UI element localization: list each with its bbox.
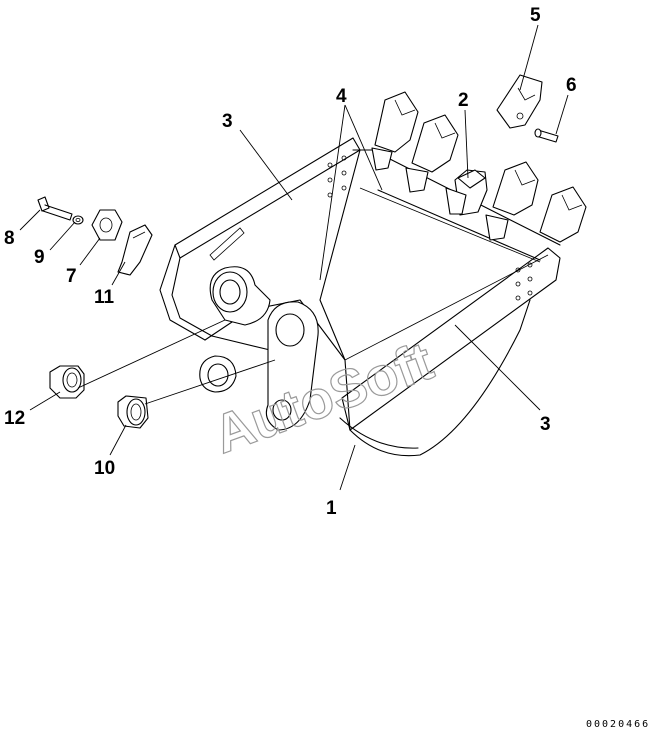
callout-7: 7 — [66, 266, 77, 287]
callouts: 1 2 3 3 4 5 6 7 8 9 10 11 12 — [4, 5, 577, 519]
washer — [72, 215, 84, 225]
callout-1: 1 — [326, 498, 337, 519]
tooth-lock — [457, 169, 486, 189]
callout-10: 10 — [94, 458, 115, 479]
callout-4: 4 — [336, 86, 347, 107]
mounting-brackets — [199, 266, 319, 431]
callout-12: 12 — [4, 408, 25, 429]
tooth — [371, 91, 419, 171]
watermark: AutoSoft — [206, 331, 441, 465]
bushing — [49, 365, 85, 399]
bolt — [37, 196, 73, 221]
callout-3-right: 3 — [540, 414, 551, 435]
tooth — [539, 186, 587, 243]
tooth — [485, 161, 539, 241]
side-block — [91, 209, 123, 241]
callout-9: 9 — [34, 247, 45, 268]
tooth — [405, 114, 459, 193]
callout-5: 5 — [530, 5, 541, 26]
leader-lines — [19, 24, 569, 491]
tooth-pin — [534, 128, 559, 143]
tooth-point — [496, 74, 543, 129]
callout-3-left: 3 — [222, 111, 233, 132]
bucket-teeth — [371, 91, 587, 243]
callout-6: 6 — [566, 75, 577, 96]
callout-11: 11 — [94, 287, 115, 308]
document-number: 00020466 — [586, 719, 650, 730]
exploded-parts — [37, 74, 559, 429]
collar — [117, 395, 149, 429]
callout-2: 2 — [458, 90, 469, 111]
side-guard — [117, 224, 153, 276]
callout-8: 8 — [4, 228, 15, 249]
